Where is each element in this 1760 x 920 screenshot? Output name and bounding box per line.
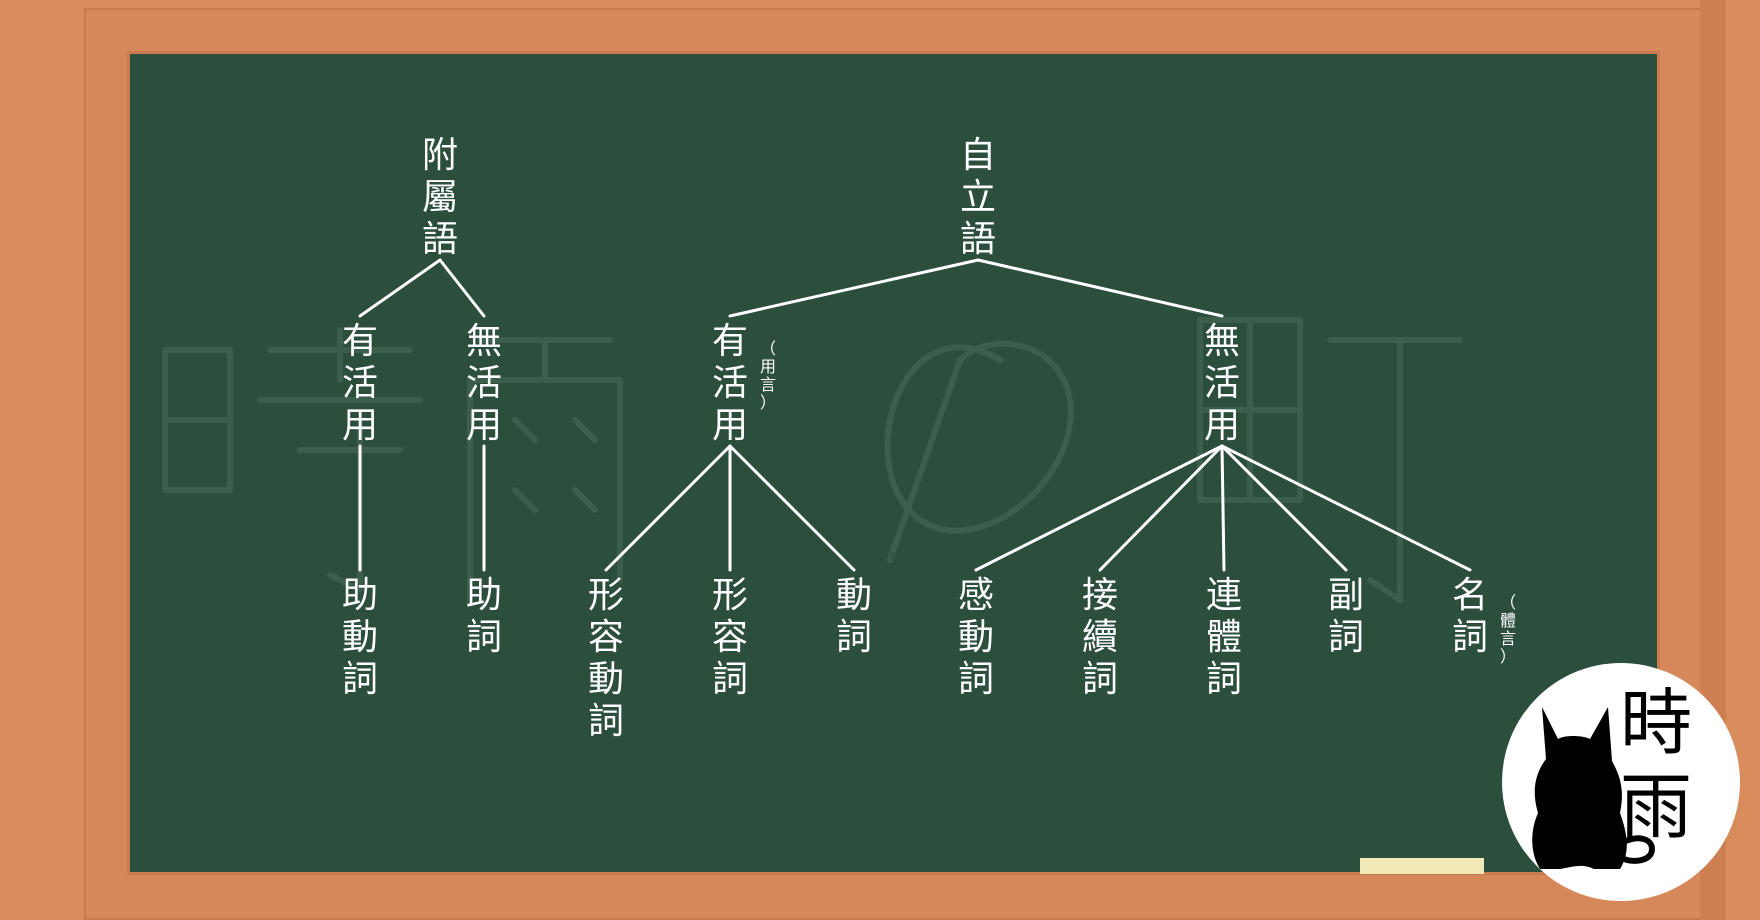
node-joshi: 助詞: [466, 575, 502, 658]
logo-badge: 時雨: [1502, 663, 1740, 901]
node-label: 自立語: [960, 135, 996, 260]
node-f_mukatsuyo: 無活用: [466, 321, 502, 446]
node-f_yukatsuyo: 有活用: [342, 321, 378, 446]
edge-j_mukatsuyo-kandoshi: [974, 444, 1224, 572]
edge-jiritsugo-j_mukatsuyo: [976, 258, 1224, 318]
node-label: 助詞: [466, 575, 502, 658]
node-label: 附屬語: [422, 135, 458, 260]
edge-j_mukatsuyo-setsuzokushi: [1098, 444, 1224, 572]
node-label: 形容動詞: [588, 575, 624, 742]
edge-fuzokugo-f_yukatsuyo: [358, 258, 442, 318]
node-label: 無活用: [1204, 321, 1240, 446]
node-doshi: 動詞: [836, 575, 872, 658]
node-j_yukatsuyo: 有活用 （用言）: [712, 321, 776, 446]
node-kandoshi: 感動詞: [958, 575, 994, 700]
node-label: 有活用: [712, 321, 748, 446]
edge-j_yukatsuyo-keiyodoshi: [604, 444, 732, 572]
node-label: 形容詞: [712, 575, 748, 700]
chalk-piece: [1360, 858, 1484, 874]
edge-j_yukatsuyo-doshi: [728, 444, 856, 572]
node-fukushi: 副詞: [1328, 575, 1364, 658]
node-keiyodoshi: 形容動詞: [588, 575, 624, 742]
node-label: 動詞: [836, 575, 872, 658]
node-fuzokugo: 附屬語: [422, 135, 458, 260]
edge-j_mukatsuyo-meishi: [1220, 444, 1472, 572]
node-j_mukatsuyo: 無活用: [1204, 321, 1240, 446]
node-meishi: 名詞 （體言）: [1452, 575, 1516, 666]
watermark-text: 時雨の町: [890, 551, 930, 563]
node-label: 有活用: [342, 321, 378, 446]
node-jiritsugo: 自立語: [960, 135, 996, 260]
node-label: 無活用: [466, 321, 502, 446]
node-keiyoshi: 形容詞: [712, 575, 748, 700]
edge-jiritsugo-j_yukatsuyo: [728, 258, 980, 318]
node-label: 接續詞: [1082, 575, 1118, 700]
node-label: 連體詞: [1206, 575, 1242, 700]
node-setsuzokushi: 接續詞: [1082, 575, 1118, 700]
edge-j_mukatsuyo-fukushi: [1220, 444, 1348, 572]
cat-silhouette-icon: [1532, 707, 1656, 869]
node-jodoshi: 助動詞: [342, 575, 378, 700]
node-label: 名詞: [1452, 575, 1488, 658]
node-label: 副詞: [1328, 575, 1364, 658]
node-note: （用言）: [760, 339, 776, 412]
edges: [358, 258, 1472, 572]
logo-text: 時雨: [1619, 681, 1692, 849]
edge-fuzokugo-f_mukatsuyo: [438, 258, 486, 318]
edge-j_mukatsuyo-rentaishi: [1220, 444, 1226, 572]
watermark: 時雨の町: [162, 317, 1463, 603]
node-note: （體言）: [1500, 593, 1516, 666]
node-rentaishi: 連體詞: [1206, 575, 1242, 700]
node-label: 感動詞: [958, 575, 994, 700]
node-label: 助動詞: [342, 575, 378, 700]
